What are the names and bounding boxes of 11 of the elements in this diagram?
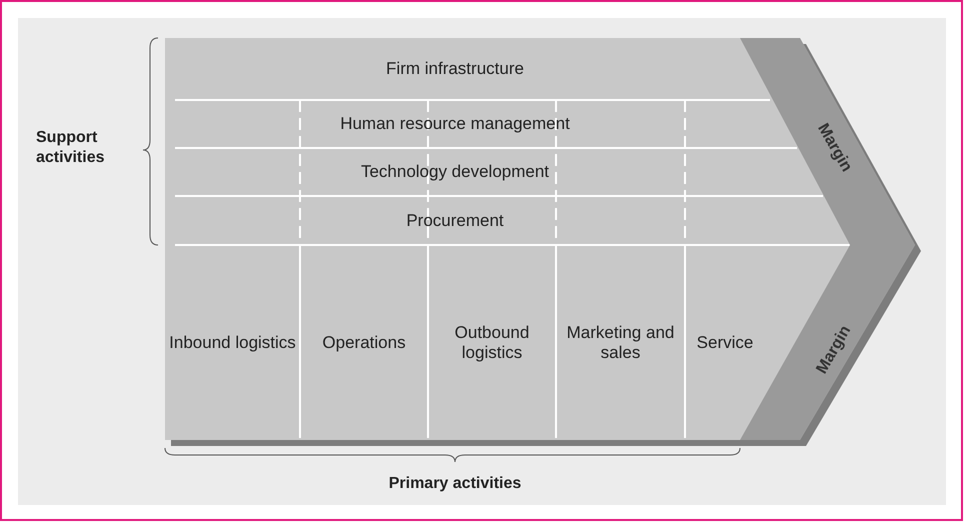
activity-label: Firm infrastructure (385, 59, 525, 79)
activity-label: Marketing and sales (566, 322, 676, 362)
activity-label: Inbound logistics (168, 332, 297, 352)
activity-label: Technology development (360, 162, 550, 182)
activity-label: Service (696, 332, 754, 352)
activity-label: Human resource management (339, 114, 571, 134)
activity-label: Outbound logistics (454, 322, 530, 362)
brace-label: Support activities (36, 128, 106, 168)
activity-label: Procurement (405, 210, 505, 230)
activity-label: Operations (321, 332, 407, 352)
brace-label: Primary activities (388, 474, 522, 494)
